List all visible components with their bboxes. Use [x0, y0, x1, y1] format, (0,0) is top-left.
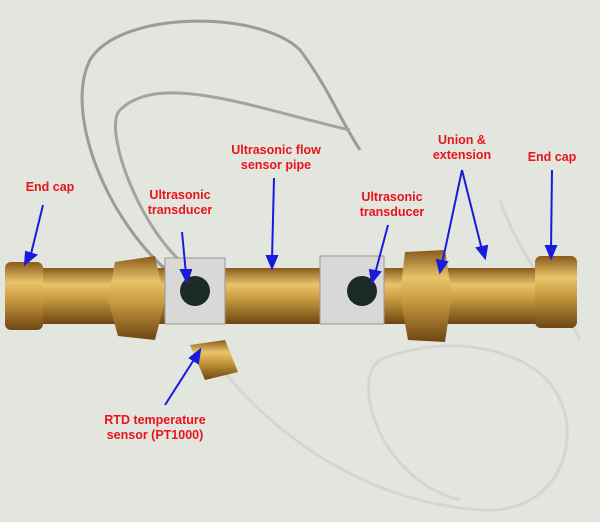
- arrows: [23, 169, 558, 406]
- hex-nut-left: [108, 256, 165, 340]
- label-flow-sensor-pipe: Ultrasonic flow sensor pipe: [231, 143, 321, 172]
- label-union-extension: Union & extension: [432, 133, 492, 162]
- cable: [213, 344, 569, 512]
- cable: [80, 19, 362, 292]
- end-cap-right: [535, 256, 577, 328]
- transducer-left: [180, 276, 210, 306]
- rtd-sensor: [190, 340, 238, 380]
- label-end-cap-right: End cap: [527, 150, 577, 164]
- label-transducer-left: Ultrasonic transducer: [147, 188, 213, 217]
- label-transducer-right: Ultrasonic transducer: [359, 190, 425, 219]
- end-cap-left: [5, 262, 43, 330]
- label-end-cap-left: End cap: [25, 180, 75, 194]
- union-nut: [400, 250, 452, 342]
- transducer-right: [347, 276, 377, 306]
- label-rtd-sensor: RTD temperature sensor (PT1000): [104, 413, 206, 442]
